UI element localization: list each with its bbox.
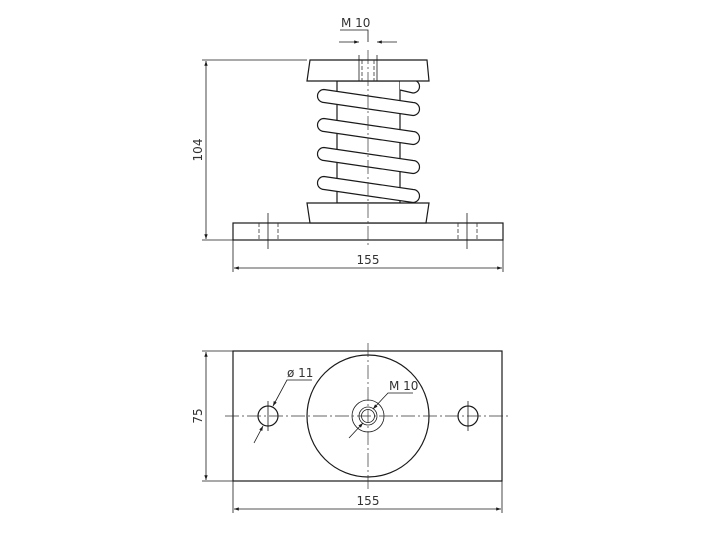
bottom-view: ø 11 M 10 75 155 bbox=[191, 343, 508, 513]
front-view: M 10 104 155 bbox=[191, 16, 504, 272]
width-dim-label: 155 bbox=[357, 494, 380, 508]
spring-coil bbox=[316, 146, 421, 175]
spring-coil bbox=[316, 175, 421, 204]
spring-coil bbox=[316, 117, 421, 146]
thread-dim-line bbox=[348, 422, 364, 439]
hole-dia-dim-line bbox=[253, 425, 264, 444]
thread-leader bbox=[372, 392, 413, 410]
height-dim-label: 104 bbox=[191, 139, 205, 162]
width-dim-label: 155 bbox=[357, 253, 380, 267]
thread-label: M 10 bbox=[389, 379, 418, 393]
spring-coil-top bbox=[399, 79, 421, 94]
hole-dia-label: ø 11 bbox=[287, 366, 313, 380]
m10-leader bbox=[340, 29, 369, 42]
m10-label: M 10 bbox=[341, 16, 370, 30]
spring-coil bbox=[316, 88, 421, 117]
spring-coils bbox=[316, 79, 421, 204]
top-cap bbox=[306, 59, 430, 82]
height-dim-label: 75 bbox=[191, 408, 205, 423]
hole-dia-leader bbox=[272, 379, 312, 407]
